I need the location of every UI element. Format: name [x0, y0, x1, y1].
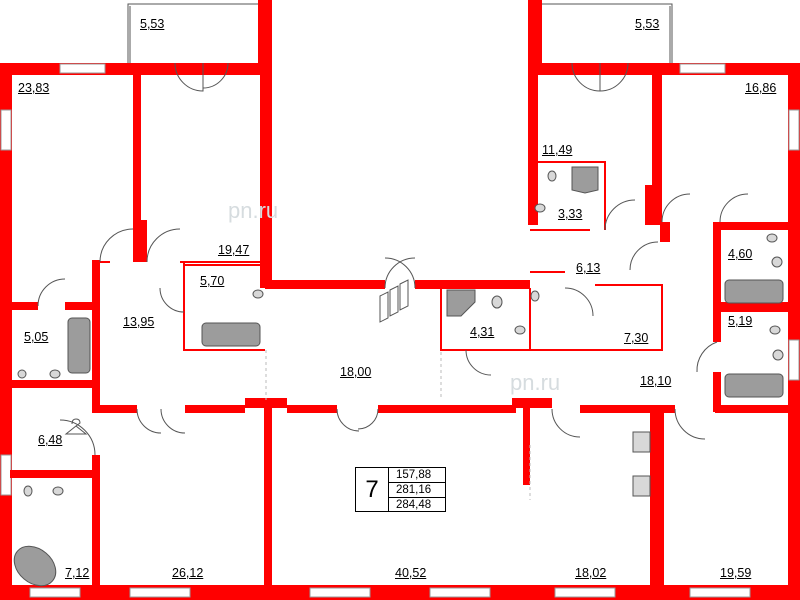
room-area-bath-sw: 7,12 — [65, 566, 90, 580]
openings — [265, 350, 531, 500]
doors — [37, 62, 749, 456]
loggias — [127, 3, 673, 63]
partitions — [97, 161, 663, 351]
windows — [0, 63, 800, 598]
room-area-hall-right: 18,10 — [640, 374, 672, 388]
room-area-room-south-3: 18,02 — [575, 566, 607, 580]
room-area-bath-east-upper: 4,60 — [728, 247, 753, 261]
room-area-bath-right-small: 3,33 — [558, 207, 583, 221]
room-area-bath-east-lower: 5,19 — [728, 314, 753, 328]
unit-area-list: 157,88 281,16 284,48 — [389, 468, 445, 511]
unit-area-3: 284,48 — [396, 499, 432, 511]
room-area-room-south-1: 26,12 — [172, 566, 204, 580]
room-area-room-south-2: 40,52 — [395, 566, 427, 580]
room-area-bath-center-left: 5,70 — [200, 274, 225, 288]
room-area-loggia-left: 5,53 — [140, 17, 165, 31]
room-area-wc-center: 4,31 — [470, 325, 495, 339]
room-area-storage-center: 7,30 — [624, 331, 649, 345]
room-area-living-center: 18,00 — [340, 365, 372, 379]
fixtures — [13, 166, 784, 587]
room-area-room-ne: 16,86 — [745, 81, 777, 95]
room-area-hall-left: 13,95 — [123, 315, 155, 329]
unit-area-2: 281,16 — [389, 483, 445, 498]
room-area-room-nw: 23,83 — [18, 81, 50, 95]
room-area-wardrobe: 6,48 — [38, 433, 63, 447]
watermark-upper: pn.ru — [228, 198, 279, 223]
room-area-bath-west: 5,05 — [24, 330, 49, 344]
room-area-kitchen-right: 11,49 — [542, 143, 573, 157]
unit-area-1: 157,88 — [389, 468, 445, 483]
room-area-room-south-4: 19,59 — [720, 566, 752, 580]
watermark-lower: pn.ru — [510, 370, 561, 395]
room-area-loggia-right: 5,53 — [635, 17, 660, 31]
hanger-icon — [64, 418, 88, 435]
unit-number: 7 — [356, 468, 389, 511]
unit-summary-box: 7 157,88 281,16 284,48 — [355, 467, 446, 512]
interior-walls — [10, 63, 788, 587]
room-area-hall-right-small: 6,13 — [576, 261, 601, 275]
room-area-room-north-left: 19,47 — [218, 243, 250, 257]
